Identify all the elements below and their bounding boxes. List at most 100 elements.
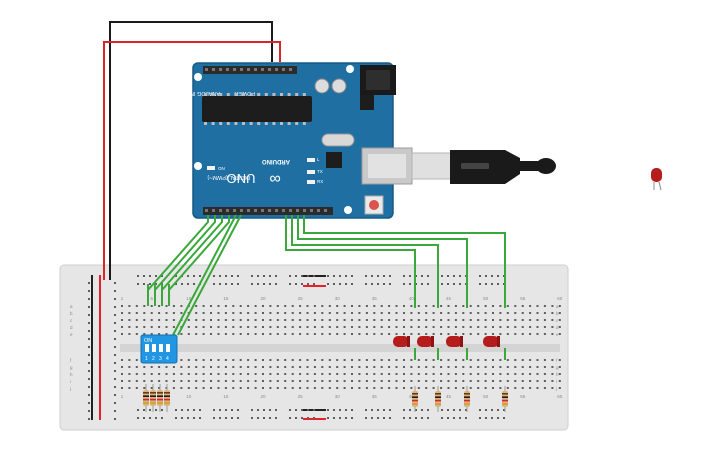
breadboard-hole[interactable] <box>484 373 487 375</box>
breadboard-hole[interactable] <box>306 305 309 307</box>
rail-hole[interactable] <box>289 283 291 285</box>
breadboard-hole[interactable] <box>321 366 324 368</box>
breadboard-hole[interactable] <box>254 359 257 361</box>
breadboard-hole[interactable] <box>262 366 264 368</box>
rail-hole[interactable] <box>389 409 391 411</box>
breadboard-hole[interactable] <box>284 326 287 328</box>
breadboard-hole[interactable] <box>388 359 391 361</box>
breadboard-hole[interactable] <box>321 359 324 361</box>
breadboard-hole[interactable] <box>477 333 480 335</box>
rail-hole[interactable] <box>389 275 391 277</box>
breadboard-hole[interactable] <box>232 373 235 375</box>
breadboard-hole[interactable] <box>239 326 242 328</box>
breadboard-hole[interactable] <box>336 333 339 335</box>
rail-hole[interactable] <box>327 409 329 411</box>
breadboard-hole[interactable] <box>291 387 294 389</box>
breadboard-hole[interactable] <box>506 387 509 389</box>
rail-hole[interactable] <box>441 409 443 411</box>
breadboard-hole[interactable] <box>529 380 532 382</box>
rail-hole[interactable] <box>88 298 90 300</box>
header-pin[interactable] <box>289 209 292 212</box>
breadboard-hole[interactable] <box>551 373 554 375</box>
rail-hole[interactable] <box>447 283 449 285</box>
breadboard-hole[interactable] <box>313 333 316 335</box>
rail-hole[interactable] <box>295 409 297 411</box>
breadboard-hole[interactable] <box>454 373 457 375</box>
rail-hole[interactable] <box>459 409 461 411</box>
breadboard-hole[interactable] <box>492 373 494 375</box>
breadboard-hole[interactable] <box>454 366 457 368</box>
breadboard-hole[interactable] <box>521 366 524 368</box>
rail-hole[interactable] <box>219 417 221 419</box>
usb-cable[interactable] <box>411 150 556 184</box>
breadboard-hole[interactable] <box>121 326 123 328</box>
rail-hole[interactable] <box>114 378 116 380</box>
rail-hole[interactable] <box>88 354 90 356</box>
breadboard-hole[interactable] <box>306 319 309 321</box>
breadboard-hole[interactable] <box>239 366 242 368</box>
rail-hole[interactable] <box>383 275 385 277</box>
breadboard-hole[interactable] <box>299 326 302 328</box>
breadboard-hole[interactable] <box>351 380 353 382</box>
breadboard-hole[interactable] <box>336 326 339 328</box>
breadboard-hole[interactable] <box>187 326 190 328</box>
breadboard-hole[interactable] <box>462 333 465 335</box>
rail-hole[interactable] <box>213 275 215 277</box>
breadboard-hole[interactable] <box>321 373 324 375</box>
breadboard-hole[interactable] <box>172 319 175 321</box>
rail-hole[interactable] <box>377 275 379 277</box>
breadboard-hole[interactable] <box>291 305 294 307</box>
breadboard-hole[interactable] <box>269 387 272 389</box>
breadboard-hole[interactable] <box>447 333 450 335</box>
breadboard-hole[interactable] <box>543 319 546 321</box>
rail-hole[interactable] <box>88 394 90 396</box>
breadboard-hole[interactable] <box>484 380 487 382</box>
header-pin[interactable] <box>268 209 271 212</box>
rail-hole[interactable] <box>333 275 335 277</box>
breadboard-hole[interactable] <box>121 373 123 375</box>
breadboard-hole[interactable] <box>143 312 146 314</box>
breadboard-hole[interactable] <box>172 366 175 368</box>
breadboard-hole[interactable] <box>388 305 391 307</box>
breadboard-hole[interactable] <box>499 373 502 375</box>
rail-hole[interactable] <box>155 275 157 277</box>
breadboard-hole[interactable] <box>432 373 435 375</box>
breadboard-hole[interactable] <box>558 373 561 375</box>
breadboard-hole[interactable] <box>247 359 250 361</box>
breadboard-hole[interactable] <box>135 333 138 335</box>
breadboard-hole[interactable] <box>343 326 346 328</box>
rail-hole[interactable] <box>497 283 499 285</box>
breadboard-hole[interactable] <box>380 312 383 314</box>
breadboard-hole[interactable] <box>306 373 309 375</box>
rail-hole[interactable] <box>313 283 315 285</box>
breadboard-hole[interactable] <box>306 366 309 368</box>
breadboard-hole[interactable] <box>224 326 227 328</box>
breadboard-hole[interactable] <box>343 373 346 375</box>
breadboard-hole[interactable] <box>165 373 168 375</box>
breadboard-hole[interactable] <box>417 366 420 368</box>
breadboard-hole[interactable] <box>232 333 235 335</box>
breadboard-hole[interactable] <box>506 319 509 321</box>
breadboard-hole[interactable] <box>313 387 316 389</box>
rail-hole[interactable] <box>263 275 265 277</box>
breadboard-hole[interactable] <box>447 319 450 321</box>
breadboard-hole[interactable] <box>410 366 413 368</box>
green-wire-dip-3[interactable] <box>161 215 223 291</box>
breadboard-hole[interactable] <box>454 326 457 328</box>
breadboard-hole[interactable] <box>506 305 509 307</box>
reset-button[interactable] <box>369 200 379 210</box>
breadboard-hole[interactable] <box>195 326 198 328</box>
breadboard-hole[interactable] <box>291 319 294 321</box>
breadboard-hole[interactable] <box>328 373 331 375</box>
rail-hole[interactable] <box>199 417 201 419</box>
red-led[interactable] <box>446 336 463 347</box>
breadboard-hole[interactable] <box>395 373 398 375</box>
breadboard-hole[interactable] <box>351 312 353 314</box>
breadboard-hole[interactable] <box>269 366 272 368</box>
breadboard-hole[interactable] <box>128 319 131 321</box>
rail-hole[interactable] <box>155 409 157 411</box>
breadboard-hole[interactable] <box>262 312 264 314</box>
header-pin[interactable] <box>275 209 278 212</box>
breadboard-hole[interactable] <box>447 312 450 314</box>
rail-hole[interactable] <box>251 417 253 419</box>
